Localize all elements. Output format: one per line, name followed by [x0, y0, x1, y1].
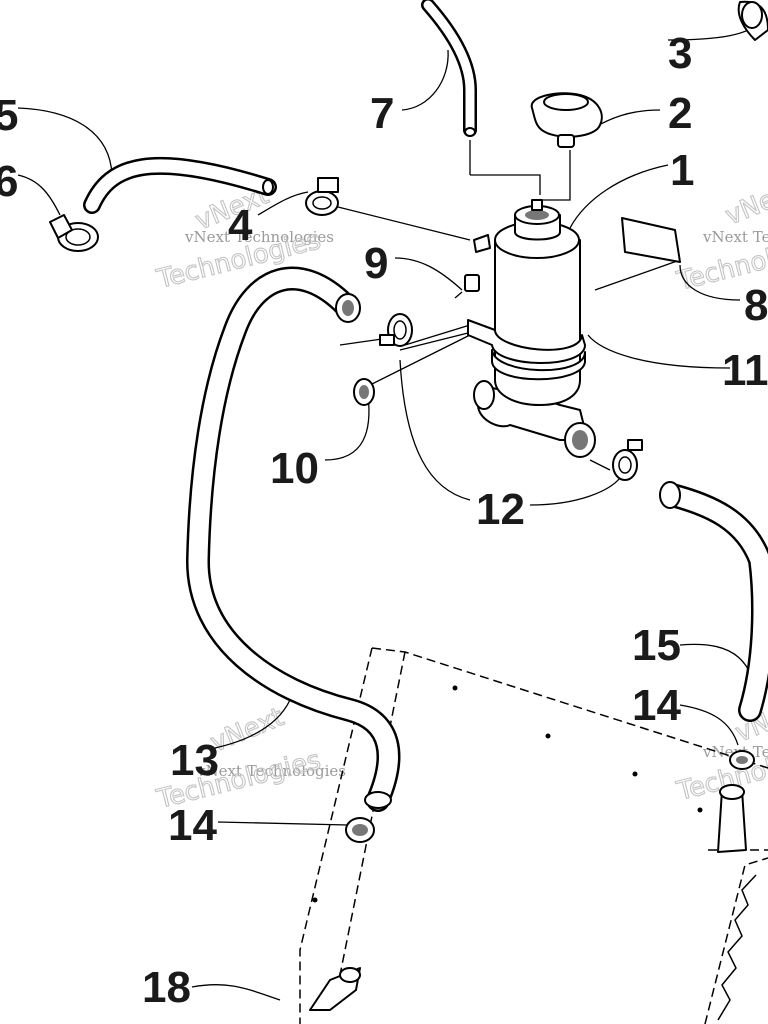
hose-13 [185, 266, 401, 812]
callout-3: 3 [668, 29, 692, 78]
cap-2 [530, 92, 603, 148]
watermark-text: vNext Technologies [196, 762, 346, 780]
callout-8: 8 [744, 281, 768, 330]
clamp-12b [612, 439, 643, 481]
callout-11: 11 [722, 346, 768, 395]
clamp-4 [305, 177, 339, 216]
screw-9 [454, 274, 480, 299]
callout-15: 15 [632, 621, 681, 670]
callout-10: 10 [270, 444, 319, 493]
clamp-6 [49, 214, 99, 252]
hose-7 [421, 0, 477, 137]
callout-14-left: 14 [168, 801, 217, 850]
callout-9: 9 [364, 239, 388, 288]
leader-lines [17, 19, 763, 1001]
watermark-text: vNext Technologies [702, 228, 768, 246]
callout-14-right: 14 [632, 681, 681, 730]
bracket-8 [621, 217, 681, 263]
callout-5: 5 [0, 91, 18, 140]
callout-18: 18 [142, 963, 191, 1012]
callouts: 1 2 3 4 5 6 7 8 9 10 11 12 13 14 14 15 1… [0, 29, 768, 1012]
clamp-14b [729, 750, 755, 770]
callout-1: 1 [670, 146, 694, 195]
part-3 [737, 0, 768, 41]
clamp-14a [345, 817, 375, 843]
hose-15 [659, 481, 768, 722]
watermark-text: vNext Technologies [184, 228, 334, 246]
callout-12: 12 [476, 485, 525, 534]
hose-5 [83, 156, 277, 214]
watermark-mark: vNext [721, 175, 768, 231]
reservoir-1 [473, 199, 596, 458]
callout-7: 7 [370, 89, 394, 138]
radiator-neck [309, 784, 747, 1011]
callout-6: 6 [0, 157, 18, 206]
band-11 [467, 319, 586, 381]
clamp-12a [379, 313, 413, 347]
callout-4: 4 [228, 201, 253, 250]
plug-10 [353, 378, 375, 406]
callout-13: 13 [170, 736, 219, 785]
callout-2: 2 [668, 89, 692, 138]
